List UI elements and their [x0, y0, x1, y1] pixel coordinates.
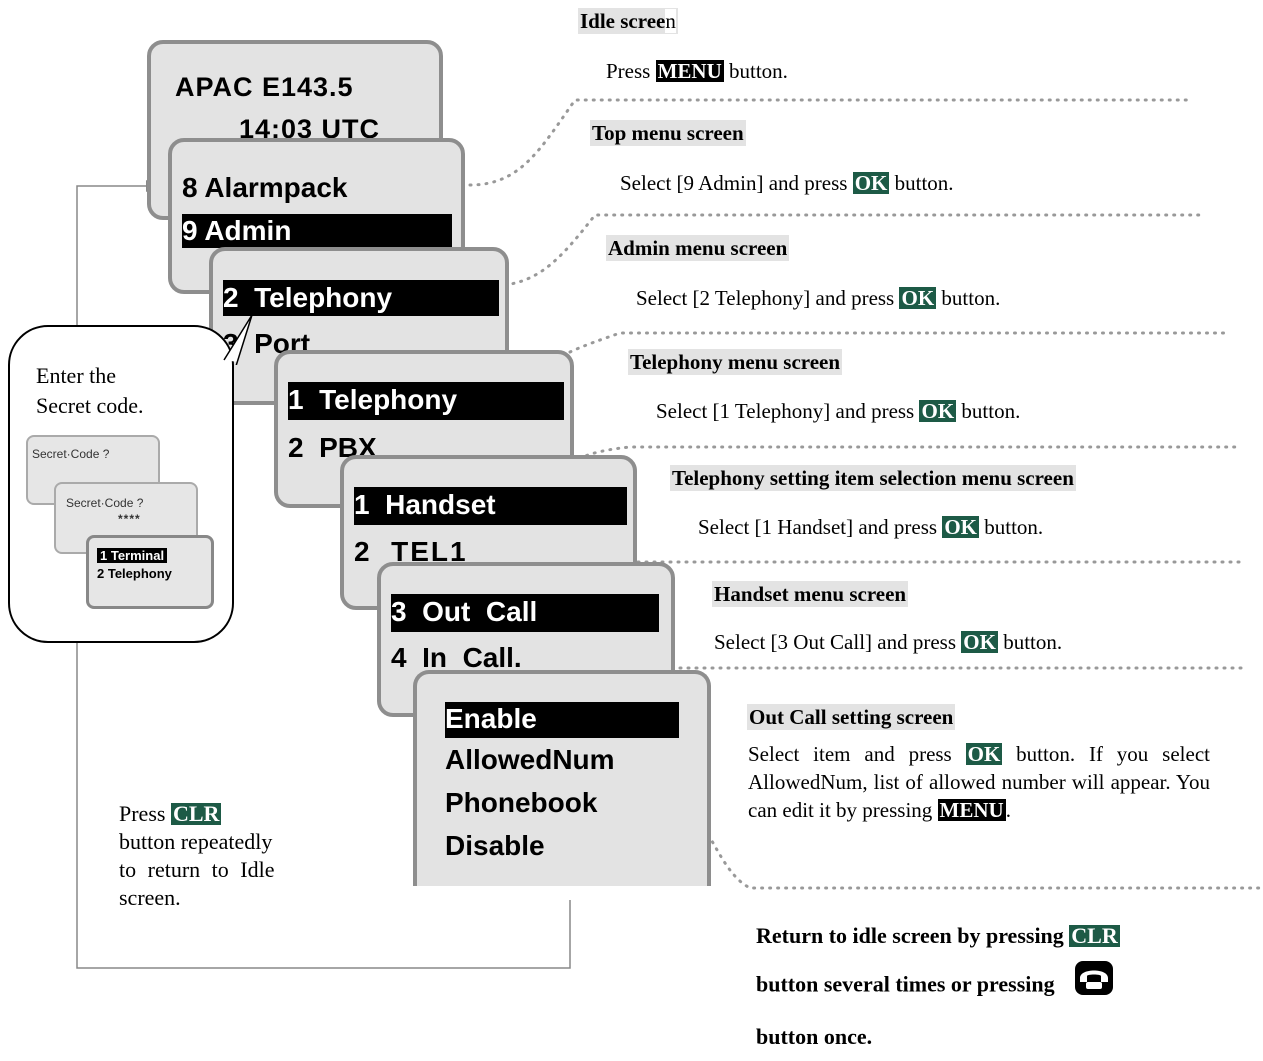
mini-menu-terminal: 1 Terminal	[97, 548, 168, 563]
connector-setting	[570, 445, 1242, 464]
step-top-title: Top menu screen	[590, 120, 746, 146]
mini-screen-terminal: 1 Terminal 2 Telephony	[86, 535, 214, 609]
out-call-item-disable[interactable]: Disable	[445, 830, 545, 861]
setting-menu-item-tel1[interactable]: 2 TEL1	[354, 536, 468, 567]
menu-key-badge: MENU	[937, 798, 1006, 822]
step-setting-desc: Select [1 Handset] and press OK button.	[698, 515, 1044, 539]
ok-key-badge: OK	[965, 742, 1003, 766]
callout-tail	[223, 314, 253, 365]
clr-note-pre: Press	[119, 801, 171, 826]
mini-menu-telephony: 2 Telephony	[97, 566, 172, 581]
callout-text-line2: Secret code.	[36, 393, 144, 418]
clr-note-line2: button repeatedly	[119, 829, 273, 854]
return-note-line2: button several times or pressing	[756, 971, 1055, 997]
connector-lines	[76, 98, 1262, 969]
step-outcall-desc: Select item and press OK button. If you …	[748, 742, 1210, 822]
clr-note: Press CLR button repeatedly to return to…	[119, 800, 315, 912]
setting-menu-item-handset[interactable]: 1 Handset	[354, 487, 627, 525]
connector-return	[693, 813, 1262, 890]
step-idle-title: Idle screen	[578, 8, 678, 34]
callout-text-line1: Enter the	[36, 363, 117, 388]
out-call-item-enable[interactable]: Enable	[445, 702, 679, 738]
step-idle-desc: Press MENU button.	[606, 59, 788, 83]
mini-secret-label-1: Secret·Code ?	[32, 447, 110, 461]
admin-menu-item-telephony[interactable]: 2 Telephony	[223, 280, 499, 316]
clr-key-badge: CLR	[170, 801, 222, 826]
step-telephony-desc: Select [1 Telephony] and press OK button…	[656, 399, 1021, 423]
out-call-item-phonebook[interactable]: Phonebook	[445, 787, 598, 818]
mini-secret-stars: ****	[118, 512, 141, 526]
callout-text: Enter the Secret code.	[36, 361, 144, 421]
connector-top	[468, 98, 1192, 187]
mini-secret-label-2: Secret·Code ?	[66, 496, 144, 510]
return-note: Return to idle screen by pressing CLR bu…	[756, 912, 1120, 1061]
ok-key-badge: OK	[919, 399, 957, 423]
step-setting-title: Telephony setting item selection menu sc…	[670, 465, 1076, 491]
step-handset-title: Handset menu screen	[712, 581, 909, 607]
connector-admin	[503, 213, 1202, 287]
clr-note-line3: to return to Idle	[119, 857, 275, 882]
top-menu-item-alarmpack[interactable]: 8 Alarmpack	[182, 172, 348, 203]
step-outcall-title: Out Call setting screen	[747, 704, 956, 730]
ok-key-badge: OK	[961, 630, 998, 654]
ok-key-badge: OK	[899, 286, 937, 310]
step-admin-desc: Select [2 Telephony] and press OK button…	[636, 286, 1001, 310]
handset-onhook-icon	[1074, 960, 1114, 1013]
return-note-line1: Return to idle screen by pressing	[756, 923, 1070, 948]
idle-line1: APAC E143.5	[175, 72, 354, 102]
step-admin-title: Admin menu screen	[606, 235, 790, 261]
clr-note-line4: screen.	[119, 885, 181, 910]
menu-key-badge: MENU	[655, 59, 724, 83]
telephony-menu-item-telephony[interactable]: 1 Telephony	[288, 382, 564, 420]
return-note-line3: button once.	[756, 1024, 873, 1049]
step-telephony-title: Telephony menu screen	[628, 349, 843, 375]
top-menu-item-admin[interactable]: 9 Admin	[182, 214, 452, 248]
out-call-setting-screen: Enable AllowedNum Phonebook Disable	[413, 670, 711, 886]
secret-code-callout: Enter the Secret code. Secret·Code ? Sec…	[8, 325, 234, 643]
handset-menu-item-in-call[interactable]: 4 In Call.	[391, 642, 522, 673]
out-call-item-allowednum[interactable]: AllowedNum	[445, 744, 615, 775]
step-handset-desc: Select [3 Out Call] and press OK button.	[714, 630, 1063, 654]
idle-screen: APAC E143.5 14:03 UTC	[147, 40, 443, 220]
step-top-desc: Select [9 Admin] and press OK button.	[620, 171, 954, 195]
handset-menu-item-out-call[interactable]: 3 Out Call	[391, 594, 659, 632]
ok-key-badge: OK	[852, 171, 890, 195]
return-loop-line	[76, 185, 571, 969]
ok-key-badge: OK	[942, 515, 980, 539]
clr-key-badge: CLR	[1069, 923, 1120, 948]
